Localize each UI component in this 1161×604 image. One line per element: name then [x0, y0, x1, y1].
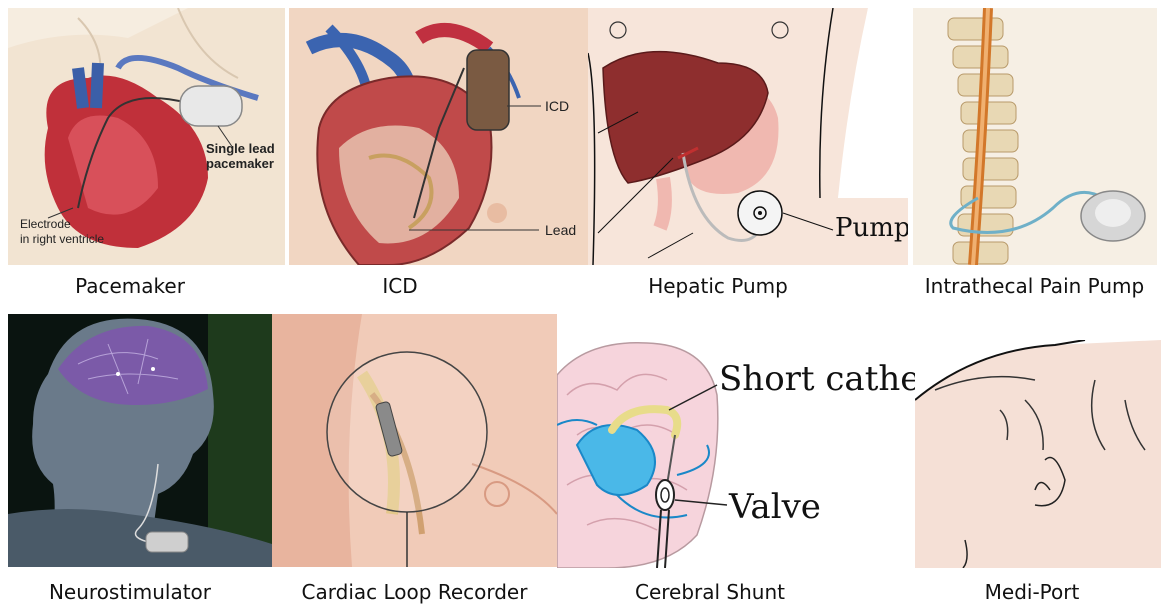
caption-intrathecal-pump: Intrathecal Pain Pump — [908, 274, 1161, 298]
pacemaker-label-1: Single lead — [206, 141, 275, 156]
cerebral-shunt-illustration: Short catheter Valve — [557, 335, 922, 568]
caption-loop-recorder: Cardiac Loop Recorder — [272, 580, 557, 604]
pacemaker-label-2: pacemaker — [206, 156, 274, 171]
intrathecal-pump-illustration — [913, 8, 1157, 265]
caption-icd: ICD — [289, 274, 511, 298]
loop-recorder-illustration — [272, 314, 557, 567]
neurostimulator-illustration — [8, 314, 272, 567]
caption-pacemaker: Pacemaker — [8, 274, 252, 298]
caption-cerebral-shunt: Cerebral Shunt — [580, 580, 840, 604]
pacemaker-illustration: Single lead pacemaker Electrode in right… — [8, 8, 285, 265]
caption-neurostimulator: Neurostimulator — [8, 580, 252, 604]
icd-device-label: ICD — [545, 98, 569, 114]
medi-port-illustration — [915, 340, 1161, 568]
electrode-label-2: in right ventricle — [20, 232, 104, 246]
caption-medi-port: Medi-Port — [912, 580, 1152, 604]
short-catheter-label: Short catheter — [719, 359, 922, 399]
icd-illustration: ICD Lead — [289, 8, 588, 265]
hepatic-pump-label: Pump — [835, 213, 908, 243]
icd-lead-label: Lead — [545, 222, 576, 238]
valve-label: Valve — [728, 487, 821, 527]
hepatic-pump-illustration: Pump — [588, 8, 908, 265]
caption-hepatic-pump: Hepatic Pump — [588, 274, 848, 298]
electrode-label-1: Electrode — [20, 217, 71, 231]
